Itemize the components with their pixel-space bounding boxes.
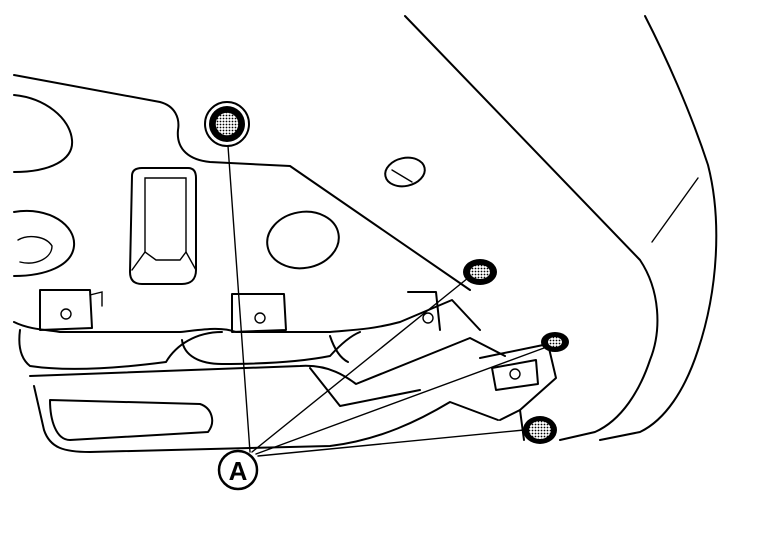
body-panel (404, 15, 718, 441)
callout-leader-lines (227, 145, 545, 457)
callout-a: A (217, 449, 259, 491)
callout-a-label: A (229, 456, 248, 486)
clip-fastener-middle (463, 259, 497, 285)
clip-fastener-right (541, 332, 569, 352)
clip-fastener-upper-left (204, 101, 250, 147)
bracket-panel (13, 74, 557, 453)
clip-fastener-lower-right (523, 416, 557, 444)
